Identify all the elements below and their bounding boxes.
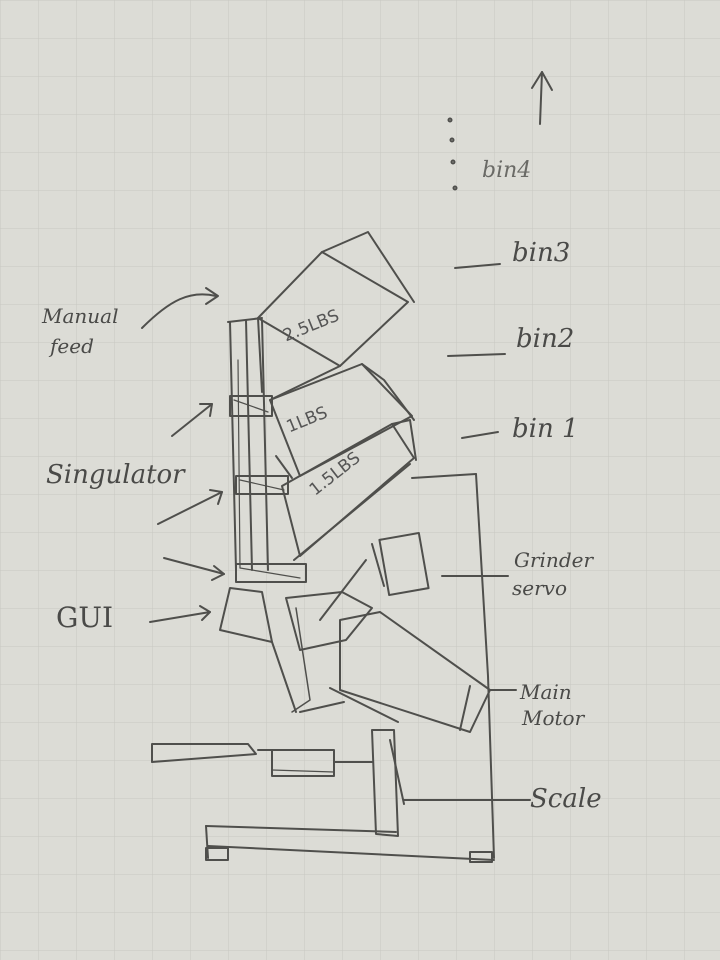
frame: [205, 473, 495, 863]
gui-box: [219, 587, 297, 713]
bin3-leader-line: [454, 263, 501, 269]
main-motor-label-line1: Main: [520, 680, 572, 704]
bin-middle: [269, 363, 415, 479]
gui-arrow: [149, 605, 211, 623]
singulator-label: Singulator: [46, 460, 185, 490]
scale-label: Scale: [530, 784, 602, 814]
grinder-servo: [319, 531, 430, 621]
bin-top: [257, 231, 415, 401]
bin3-label: bin3: [512, 238, 571, 268]
grinder-label-line1: Grinder: [514, 548, 594, 572]
continuation-dots: [447, 117, 458, 191]
manual-feed-label-line2: feed: [50, 334, 94, 358]
main-motor-label-line2: Motor: [522, 706, 585, 730]
manual-feed-label-line1: Manual: [42, 304, 119, 328]
singulator-arrow-bottom: [163, 557, 225, 581]
feed-tube: [227, 317, 269, 571]
singulator-middle: [235, 475, 289, 495]
bin1-label: bin 1: [512, 414, 579, 444]
main-motor-body: [285, 591, 491, 733]
bin-bottom: [281, 419, 417, 561]
bin1-leader-line: [461, 431, 499, 439]
scale-arm: [151, 743, 257, 763]
bin2-label: bin2: [516, 324, 575, 354]
gui-label: GUI: [56, 601, 114, 634]
singulator-arrow-middle: [157, 489, 223, 525]
grinder-label-line2: servo: [512, 576, 567, 600]
manual-feed-arrow: [141, 287, 219, 329]
scale-post: [257, 729, 531, 837]
bin2-leader-line: [447, 353, 506, 357]
up-arrow-icon: [531, 71, 553, 125]
singulator-bottom: [235, 563, 307, 583]
singulator-arrow-top: [171, 403, 213, 437]
bin4-label: bin4: [482, 158, 532, 183]
